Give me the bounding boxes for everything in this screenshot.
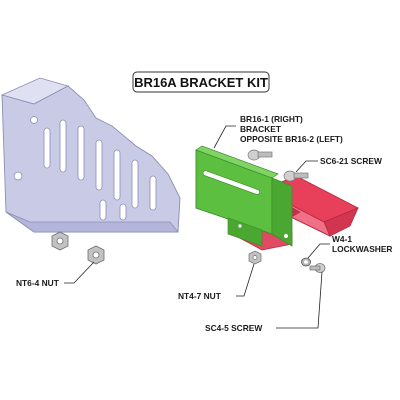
- label-nt6-nut: NT6-4 NUT: [16, 278, 60, 288]
- screw-shank: [257, 151, 273, 158]
- nt6-nut: [87, 245, 105, 265]
- title-text: BR16A BRACKET KIT: [134, 75, 268, 90]
- bracket-lower-tab: [227, 217, 263, 247]
- label-sc6-screw: SC6-21 SCREW: [320, 156, 382, 166]
- label-bracket-line1: BR16-1 (RIGHT): [240, 114, 303, 124]
- washer-hole: [304, 260, 308, 264]
- plate-slot: [131, 159, 139, 209]
- plate-slot: [99, 199, 107, 221]
- bracket-hole: [237, 223, 243, 229]
- leader-nt6: [64, 261, 95, 284]
- leader-w4: [307, 243, 330, 259]
- w4-lockwasher: [301, 257, 311, 267]
- plate-slot: [43, 127, 51, 169]
- label-w4-line2: LOCKWASHER: [332, 244, 393, 254]
- label-nt4-nut: NT4-7 NUT: [178, 291, 222, 301]
- mounting-plate: [0, 77, 181, 233]
- plate-slot: [95, 139, 103, 191]
- nt4-nut: [248, 250, 262, 265]
- screw-shank: [293, 172, 309, 179]
- rail-front: [267, 205, 359, 237]
- plate-hole: [30, 116, 38, 124]
- bracket-foot: [271, 177, 293, 247]
- sc6-screw: [283, 170, 309, 182]
- plate-slot: [113, 149, 121, 201]
- bracket-hole: [283, 233, 289, 239]
- leader-bracket: [213, 125, 236, 149]
- plate-hole: [13, 171, 23, 181]
- title-box: BR16A BRACKET KIT: [132, 71, 270, 93]
- leader-sc4: [276, 271, 323, 329]
- sc6-screw: [247, 149, 273, 161]
- leader-nt4: [236, 263, 255, 297]
- leader-lines: [64, 125, 330, 329]
- label-sc4-screw: SC4-5 SCREW: [205, 323, 262, 333]
- nt6-nut-hardware: [51, 231, 105, 265]
- sc6-screw-hardware: [247, 149, 309, 182]
- title-frame: [132, 71, 270, 93]
- plate-bottom-flange: [5, 211, 179, 233]
- green-bracket: [195, 145, 293, 247]
- leader-sc6: [295, 160, 318, 173]
- plate-slot: [77, 125, 85, 181]
- bracket-slot: [202, 170, 261, 195]
- nut-hole: [56, 237, 64, 245]
- nt6-nut: [51, 231, 69, 251]
- plate-slots: [13, 116, 157, 221]
- sc4-screw: [309, 263, 326, 273]
- plate-slot: [59, 119, 67, 173]
- bracket-top-edge: [195, 145, 279, 179]
- screw-shank: [309, 265, 321, 271]
- label-w4-line1: W4-1: [332, 234, 352, 244]
- nut-hole: [252, 255, 258, 260]
- label-bracket-line2: BRACKET: [240, 124, 282, 134]
- plate-slot: [119, 203, 127, 221]
- label-bracket-line3: OPPOSITE BR16-2 (LEFT): [240, 134, 343, 144]
- callout-labels: BR16-1 (RIGHT) BRACKET OPPOSITE BR16-2 (…: [16, 114, 393, 333]
- nut-hole: [92, 251, 100, 259]
- plate-slot: [149, 175, 157, 211]
